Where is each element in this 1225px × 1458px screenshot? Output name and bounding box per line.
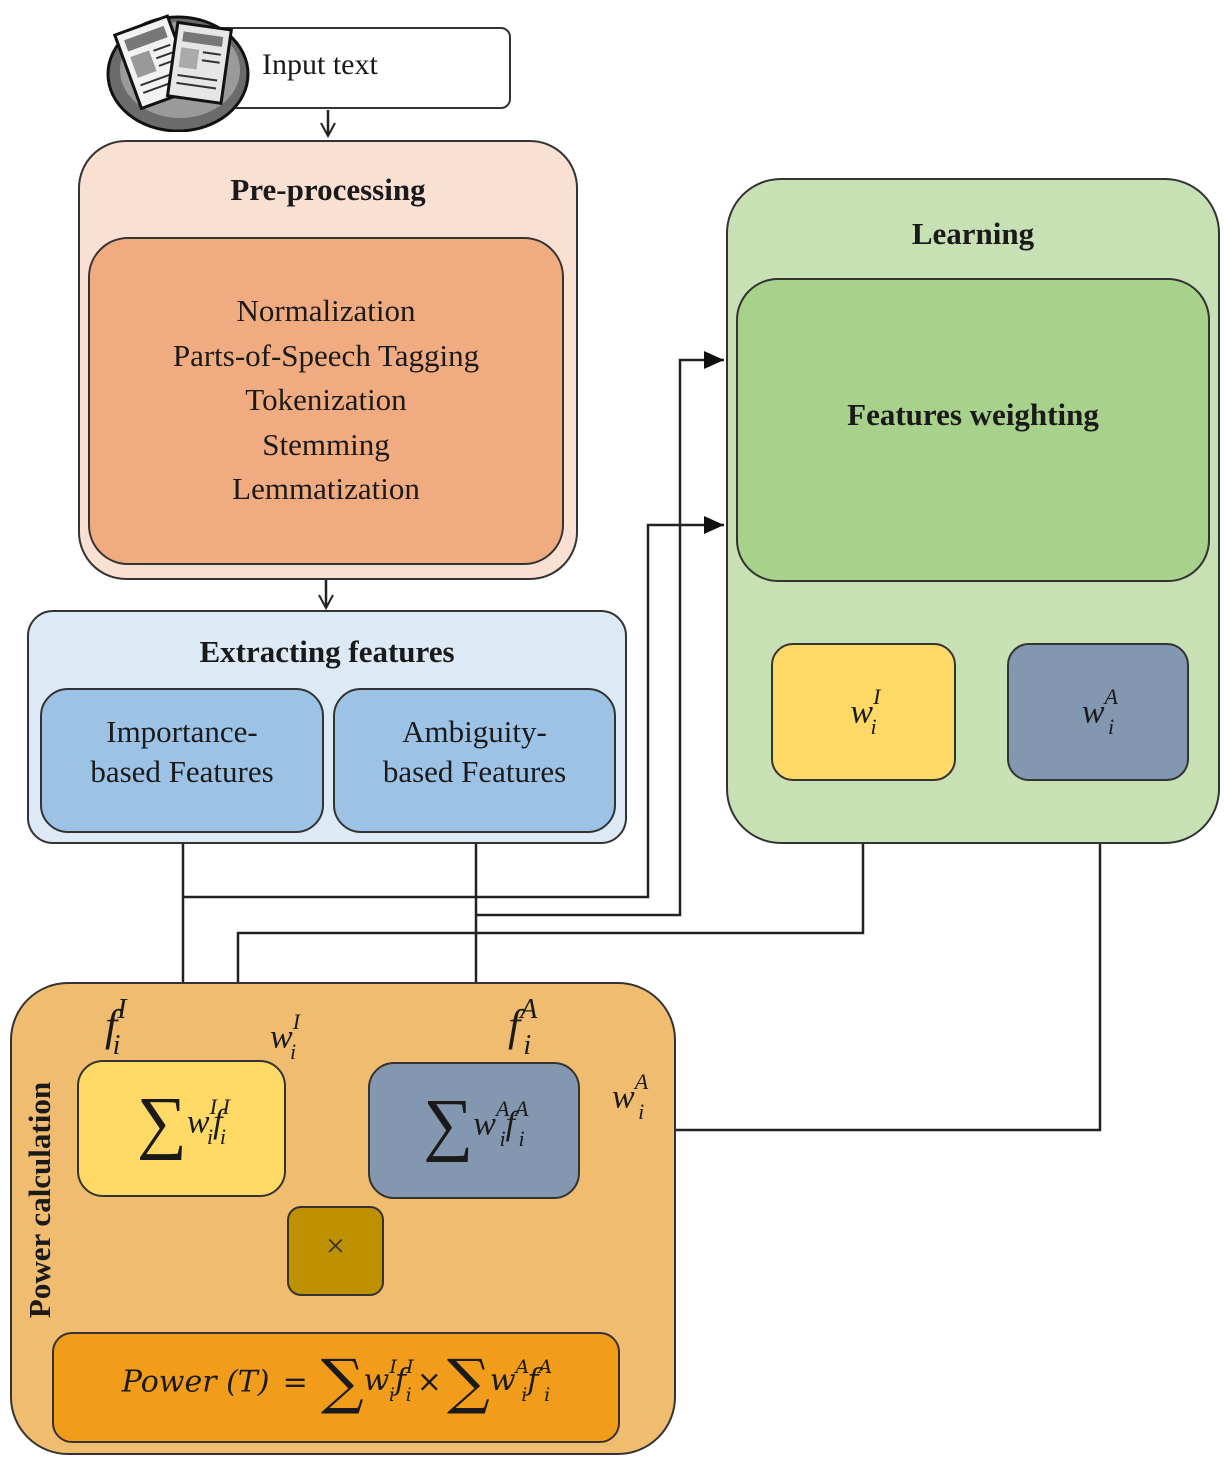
importance-features-box: [40, 688, 324, 833]
step-normalization: Normalization: [236, 293, 416, 328]
newspaper-icon: [100, 4, 250, 133]
features-weighting-box: [736, 278, 1210, 582]
formula-lhs: Power (T): [121, 1364, 270, 1400]
weight-ambiguity-box: [1007, 643, 1189, 781]
ambiguity-line-1: Ambiguity-: [402, 714, 547, 749]
power-formula-box: [52, 1332, 620, 1443]
wire-importance-to-learning: [183, 516, 724, 899]
ambiguity-features-box: [333, 688, 616, 833]
power-formula: Power (T) = ∑wIifIi × ∑wAifAi: [121, 1347, 553, 1417]
power-calculation-title: Power calculation: [22, 1081, 57, 1319]
importance-line-1: Importance-: [106, 714, 258, 749]
sum-ambiguity-expression: ∑wAifAi: [423, 1086, 529, 1163]
label-f-ambiguity: fAi: [508, 994, 538, 1061]
step-pos-tagging: Parts-of-Speech Tagging: [172, 337, 480, 373]
step-tokenization: Tokenization: [245, 382, 407, 417]
preprocessing-steps-box: [88, 237, 564, 565]
features-weighting-label: Features weighting: [847, 397, 1099, 432]
wire-wi-a-to-sum-a: [580, 782, 1102, 1139]
multiply-node: [287, 1206, 384, 1296]
step-stemming: Stemming: [262, 426, 390, 462]
weight-importance-box: [771, 643, 956, 781]
sum-ambiguity-box: [368, 1062, 580, 1199]
label-w-ambiguity: wAi: [612, 1069, 649, 1125]
input-text-label: Input text: [262, 48, 378, 81]
formula-equals: =: [282, 1364, 308, 1400]
sum-importance-expression: ∑wIifIi: [137, 1084, 230, 1161]
sum-importance-box: [77, 1060, 286, 1197]
weight-importance-symbol: wIi: [850, 684, 881, 740]
preprocessing-title: Pre-processing: [230, 172, 426, 207]
weight-ambiguity-symbol: wAi: [1081, 684, 1118, 740]
importance-line-2: based Features: [90, 754, 274, 789]
multiply-symbol: ×: [325, 1228, 346, 1265]
importance-features-label: Importance- based Features: [40, 712, 324, 792]
label-w-importance: wIi: [270, 1009, 301, 1065]
preprocessing-steps-list: Normalization Parts-of-Speech Tagging To…: [88, 289, 564, 512]
ambiguity-line-2: based Features: [382, 754, 567, 789]
ambiguity-features-label: Ambiguity- based Features: [333, 712, 616, 792]
step-lemmatization: Lemmatization: [232, 471, 420, 506]
label-f-importance: fIi: [105, 994, 127, 1061]
learning-title: Learning: [911, 216, 1035, 251]
wire-ambiguity-to-learning: [476, 351, 724, 917]
extracting-features-title: Extracting features: [199, 634, 455, 669]
